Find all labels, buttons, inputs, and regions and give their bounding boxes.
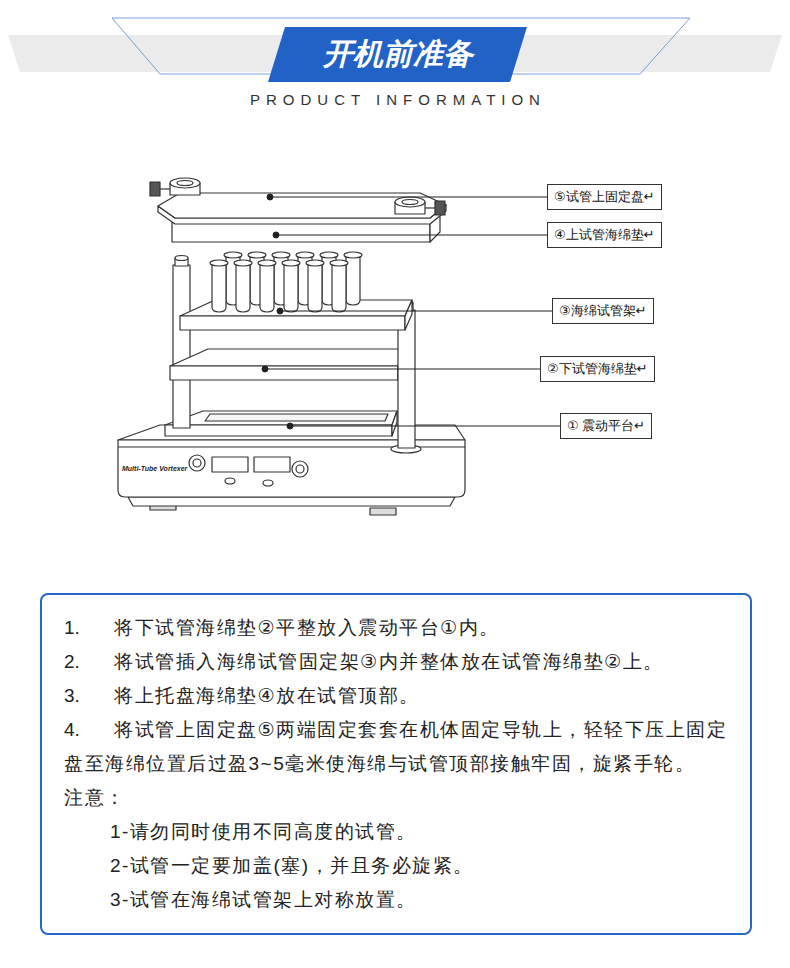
instruction-panel: 1.将下试管海绵垫②平整放入震动平台①内。2.将试管插入海绵试管固定架③内并整体…	[40, 593, 752, 935]
tube-row	[306, 260, 324, 266]
header-banner	[112, 18, 690, 74]
tube-row	[260, 263, 274, 312]
tube-row	[308, 263, 322, 312]
leader-lines	[273, 232, 279, 238]
vortexer-drawing	[170, 349, 405, 366]
leader-lines	[265, 369, 540, 370]
tube-row	[282, 260, 300, 266]
leader-lines	[287, 423, 293, 429]
subtitle: PRODUCT INFORMATION	[0, 90, 790, 110]
tube-row	[210, 260, 228, 266]
instruction-text: 2-试管一定要加盖(塞)，并且务必旋紧。	[110, 855, 474, 876]
leader-lines	[262, 366, 268, 372]
vortexer-drawing	[370, 508, 396, 515]
part-name: ④上试管海绵垫↵	[554, 226, 655, 244]
leader-lines	[262, 194, 560, 429]
tube-row	[332, 263, 346, 312]
instruction-text: 3-试管在海绵试管架上对称放置。	[110, 889, 417, 910]
vortexer-drawing	[128, 497, 455, 506]
vortexer-drawing	[160, 188, 170, 189]
instruction-text: 将上托盘海绵垫④放在试管顶部。	[114, 685, 420, 706]
callout-box: ① 震动平台↵	[560, 413, 652, 439]
device-label: Multi-Tube Vortexer	[122, 464, 187, 473]
vortexer-drawing	[405, 300, 412, 330]
vortexer-drawing	[296, 465, 304, 473]
instruction-text: 将试管插入海绵试管固定架③内并整体放在试管海绵垫②上。	[114, 651, 664, 672]
vortexer-drawing	[193, 459, 201, 467]
callout-box: ②下试管海绵垫↵	[540, 356, 655, 382]
tube-row	[236, 263, 250, 312]
vortexer-drawing	[392, 411, 397, 436]
part-name: ⑤试管上固定盘↵	[554, 188, 655, 206]
tube-row	[296, 252, 314, 258]
vortexer-drawing	[435, 201, 445, 215]
tube-row	[212, 263, 226, 312]
vortexer-drawing	[177, 181, 193, 186]
text-line: 4.将试管上固定盘⑤两端固定套套在机体固定导轨上，轻轻下压上固定盘至海绵位置后过…	[64, 713, 740, 781]
callout-box: ⑤试管上固定盘↵	[547, 184, 662, 210]
vortexer-drawing	[263, 480, 273, 486]
vortexer-drawing	[175, 256, 188, 261]
header-banner	[8, 18, 782, 82]
leader-lines	[290, 426, 560, 427]
vortexer-drawing	[398, 310, 415, 448]
text-line: 3-试管在海绵试管架上对称放置。	[64, 883, 740, 917]
step-number: 3.	[64, 679, 114, 713]
vortexer-drawing	[225, 478, 235, 484]
part-name: ②下试管海绵垫↵	[547, 360, 648, 378]
vortexer-drawing	[292, 461, 308, 477]
vortexer-drawing	[170, 178, 200, 188]
vortexer-drawing	[205, 414, 388, 421]
vortexer-drawing	[180, 316, 405, 330]
text-line: 2-试管一定要加盖(塞)，并且务必旋紧。	[64, 849, 740, 883]
vortexer-drawing	[402, 200, 418, 205]
vortexer-drawing	[189, 455, 205, 471]
text-line: 1.将下试管海绵垫②平整放入震动平台①内。	[64, 611, 740, 645]
vortexer-drawing	[173, 265, 190, 428]
instruction-text: 1-请勿同时使用不同高度的试管。	[110, 821, 417, 842]
instruction-text: 将下试管海绵垫②平整放入震动平台①内。	[114, 617, 500, 638]
leader-lines	[267, 194, 273, 200]
vortexer-drawing	[165, 425, 392, 436]
step-number: 2.	[64, 645, 114, 679]
vortexer-drawing	[170, 366, 398, 380]
tube-row	[248, 252, 266, 258]
page-title: 开机前准备	[268, 34, 528, 74]
leader-lines	[270, 197, 547, 198]
leader-lines	[276, 235, 547, 236]
vortexer-drawing	[172, 222, 430, 242]
vortexer-drawing	[118, 178, 465, 515]
text-line: 3.将上托盘海绵垫④放在试管顶部。	[64, 679, 740, 713]
tube-row	[344, 252, 362, 258]
tube-row	[234, 260, 252, 266]
text-line: 2.将试管插入海绵试管固定架③内并整体放在试管海绵垫②上。	[64, 645, 740, 679]
leader-lines	[280, 311, 552, 312]
tube-row	[330, 260, 348, 266]
vortexer-drawing	[150, 182, 160, 196]
leader-lines	[277, 308, 283, 314]
tube-row	[224, 252, 242, 258]
text-line: 注意：	[64, 781, 740, 815]
tube-row	[210, 260, 348, 312]
vortexer-drawing	[165, 411, 397, 425]
instruction-text: 将试管上固定盘⑤两端固定套套在机体固定导轨上，轻轻下压上固定盘至海绵位置后过盈3…	[64, 719, 727, 774]
step-number: 1.	[64, 611, 114, 645]
tube-row	[284, 263, 298, 312]
header-banner	[268, 27, 527, 82]
callout-box: ④上试管海绵垫↵	[547, 222, 662, 248]
part-name: ① 震动平台↵	[567, 417, 645, 435]
tube-row	[272, 252, 290, 258]
tube-row	[258, 260, 276, 266]
part-name: ③海绵试管架↵	[559, 302, 647, 320]
text-line: 1-请勿同时使用不同高度的试管。	[64, 815, 740, 849]
callout-box: ③海绵试管架↵	[552, 298, 654, 324]
vortexer-drawing	[254, 457, 290, 472]
vortexer-drawing	[425, 207, 435, 208]
vortexer-drawing	[212, 457, 248, 472]
step-number: 4.	[64, 713, 114, 747]
vortexer-drawing	[395, 197, 425, 207]
instruction-text: 注意：	[64, 787, 126, 808]
tube-row	[320, 252, 338, 258]
